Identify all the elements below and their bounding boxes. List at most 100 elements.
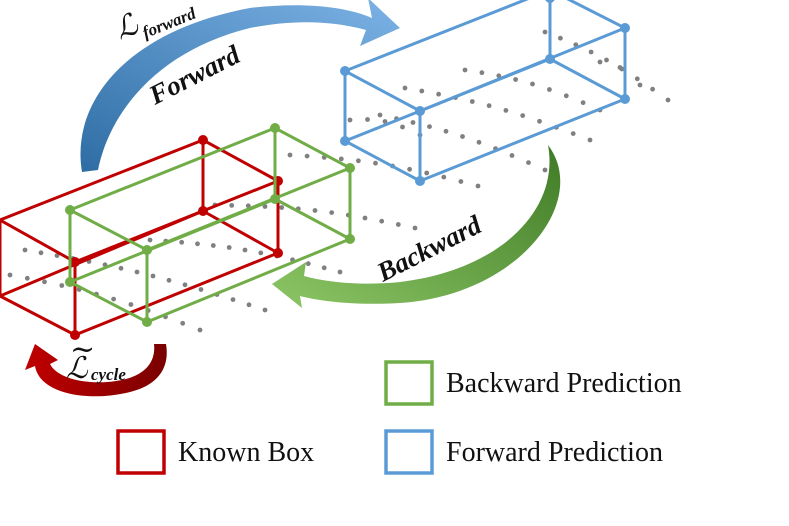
point-cloud-dot bbox=[542, 29, 548, 35]
legend-item-backward: Backward Prediction bbox=[384, 360, 682, 406]
point-cloud-dot bbox=[509, 153, 515, 158]
legend-label-forward: Forward Prediction bbox=[446, 437, 663, 468]
legend-item-known: Known Box bbox=[116, 429, 314, 475]
point-cloud-dot bbox=[287, 152, 293, 158]
point-cloud-dot bbox=[304, 153, 310, 159]
point-cloud-dot bbox=[147, 237, 153, 243]
point-cloud-dot bbox=[513, 77, 518, 82]
point-cloud-dot bbox=[24, 275, 30, 281]
point-cloud-dot bbox=[118, 265, 124, 271]
point-cloud-dot bbox=[395, 222, 401, 227]
point-cloud-dot bbox=[210, 243, 216, 248]
cycle-arrow bbox=[25, 344, 167, 397]
point-cloud-dot bbox=[42, 279, 47, 285]
point-cloud-dot bbox=[262, 204, 268, 209]
point-cloud-dot bbox=[197, 327, 203, 333]
point-cloud-dot bbox=[475, 183, 481, 189]
point-cloud-dot bbox=[597, 59, 603, 65]
point-cloud-dot bbox=[424, 170, 430, 176]
point-cloud-dot bbox=[436, 91, 441, 97]
legend-swatch-known bbox=[116, 429, 166, 475]
known-box bbox=[0, 135, 283, 340]
point-cloud-dot bbox=[580, 100, 586, 106]
point-cloud-dot bbox=[347, 117, 353, 123]
point-cloud-dot bbox=[443, 128, 449, 134]
point-cloud-dot bbox=[419, 88, 425, 94]
point-cloud-dot bbox=[520, 113, 526, 118]
legend-swatch-forward bbox=[384, 429, 434, 475]
point-cloud-dot bbox=[379, 218, 385, 224]
forward-arrow bbox=[80, 0, 400, 172]
point-cloud-dot bbox=[382, 119, 388, 124]
point-cloud-dot bbox=[476, 139, 482, 145]
point-cloud-dot bbox=[258, 250, 264, 256]
cycle-loss-tilde: ~ bbox=[70, 332, 95, 367]
point-cloud-dot bbox=[537, 118, 542, 124]
point-cloud-dot bbox=[198, 287, 204, 292]
point-cloud-dot bbox=[373, 160, 378, 166]
point-cloud-dot bbox=[400, 124, 405, 130]
point-cloud-dot bbox=[150, 273, 156, 279]
point-cloud-dot bbox=[337, 269, 343, 275]
point-cloud-dot bbox=[588, 49, 594, 55]
point-cloud-dot bbox=[570, 131, 576, 137]
point-cloud-dot bbox=[38, 250, 44, 256]
backward-arrow bbox=[272, 145, 561, 308]
point-cloud-dot bbox=[547, 87, 552, 92]
forward-loss-symbol: ℒ bbox=[110, 6, 144, 47]
point-cloud-dot bbox=[526, 160, 531, 166]
point-cloud-dot bbox=[179, 239, 185, 245]
point-cloud-dot bbox=[134, 269, 140, 275]
point-cloud-dot bbox=[338, 156, 344, 162]
point-cloud-dot bbox=[665, 97, 671, 103]
point-cloud-dot bbox=[530, 81, 535, 87]
point-cloud-dot bbox=[469, 99, 475, 104]
point-cloud bbox=[7, 29, 671, 333]
point-cloud-dot bbox=[462, 67, 468, 73]
point-cloud-dot bbox=[402, 85, 408, 91]
point-cloud-dot bbox=[7, 272, 13, 278]
point-cloud-dot bbox=[479, 70, 485, 76]
point-cloud-dot bbox=[503, 108, 509, 113]
cycle-loss-subscript: cycle bbox=[91, 365, 126, 384]
backward-prediction-box bbox=[65, 123, 355, 327]
point-cloud-dot bbox=[230, 297, 236, 302]
point-cloud-dot bbox=[166, 277, 172, 283]
cycle-loss-symbol: ℒ bbox=[66, 351, 89, 386]
point-cloud-dot bbox=[279, 205, 285, 210]
point-cloud-dot bbox=[182, 282, 188, 288]
legend-item-forward: Forward Prediction bbox=[384, 429, 663, 475]
point-cloud-dot bbox=[54, 253, 60, 258]
point-cloud-dot bbox=[128, 302, 134, 307]
point-cloud-dot bbox=[262, 307, 268, 313]
point-cloud-dot bbox=[195, 241, 200, 247]
point-cloud-dot bbox=[441, 174, 447, 180]
legend-label-backward: Backward Prediction bbox=[446, 368, 682, 399]
point-cloud-dot bbox=[226, 245, 232, 250]
point-cloud-dot bbox=[111, 296, 116, 302]
point-cloud-dot bbox=[604, 57, 609, 63]
point-cloud-dot bbox=[365, 117, 370, 122]
point-cloud-dot bbox=[563, 93, 569, 99]
point-cloud-dot bbox=[312, 208, 318, 213]
point-cloud-dot bbox=[650, 86, 655, 92]
point-cloud-dot bbox=[410, 120, 416, 125]
point-cloud-dot bbox=[362, 215, 368, 221]
point-cloud-dot bbox=[412, 225, 418, 231]
legend: Backward Prediction Known Box Forward Pr… bbox=[116, 360, 682, 475]
legend-label-known: Known Box bbox=[178, 437, 314, 468]
point-cloud-dot bbox=[458, 179, 464, 184]
point-cloud-dot bbox=[242, 247, 248, 253]
point-cloud-dot bbox=[246, 302, 252, 308]
cycle-loss-label: ~ ℒ cycle bbox=[66, 332, 126, 386]
point-cloud-dot bbox=[229, 203, 235, 208]
point-cloud-dot bbox=[558, 35, 563, 41]
point-cloud-dot bbox=[617, 65, 623, 70]
point-cloud-dot bbox=[180, 320, 186, 326]
point-cloud-dot bbox=[542, 167, 548, 173]
point-cloud-dot bbox=[427, 124, 432, 129]
point-cloud-dot bbox=[59, 283, 65, 288]
point-cloud-dot bbox=[356, 158, 361, 164]
point-cloud-dot bbox=[329, 210, 335, 216]
